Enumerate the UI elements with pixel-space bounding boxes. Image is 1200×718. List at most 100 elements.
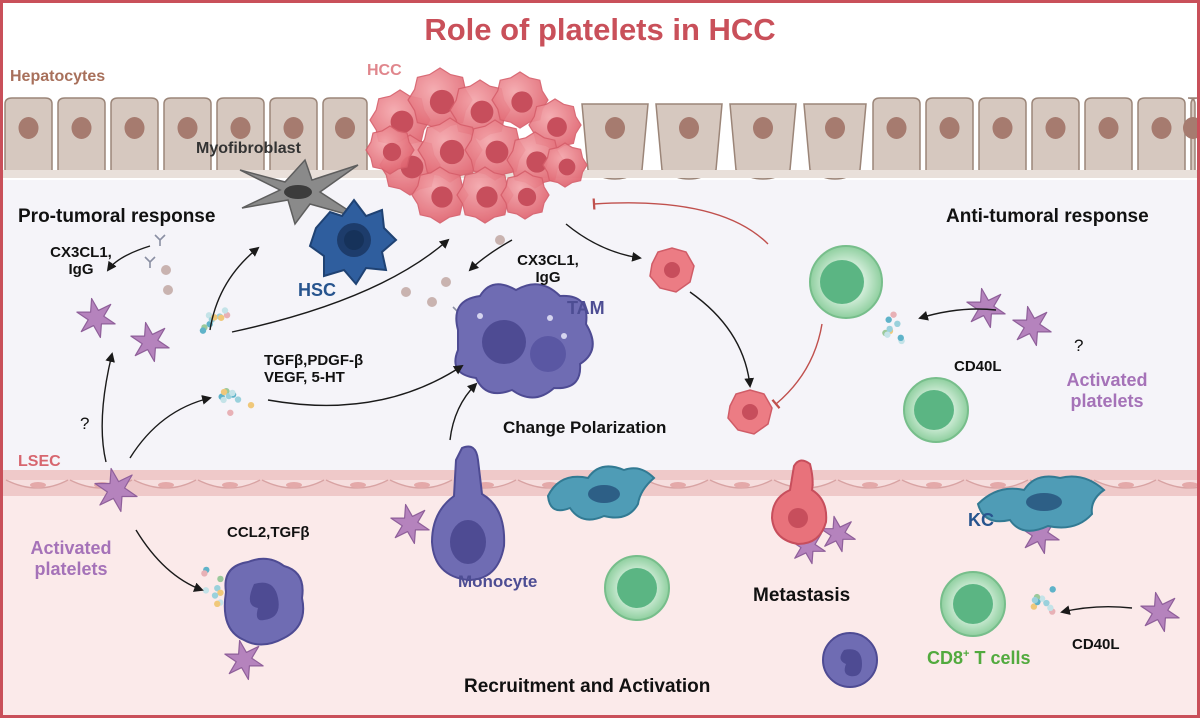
bile-brush-border — [2, 170, 1198, 178]
hepatocyte-nucleus — [18, 117, 39, 139]
tumor-cell-nucleus — [511, 91, 533, 113]
lsec-nucleus — [350, 482, 366, 488]
cx3cl1-particle — [427, 297, 437, 307]
cx3cl1-left-line2: IgG — [68, 261, 94, 279]
arrow-lsec-to-ccl2 — [135, 529, 204, 592]
cx3cl1-particle — [441, 277, 451, 287]
hepatocyte-nucleus — [230, 117, 251, 139]
activated-right-line2: platelets — [1070, 390, 1144, 411]
monocyte-cell — [430, 445, 506, 582]
arrow-cx3cl1-to-hcc — [468, 239, 513, 272]
igg-antibody — [154, 234, 166, 246]
arrow-lsec-to-factors — [129, 395, 212, 459]
hepatocyte-row — [2, 97, 1200, 180]
cd8-t-cell-1 — [809, 245, 883, 319]
lsec-nucleus — [862, 482, 878, 488]
change-polarization-label: Change Polarization — [503, 418, 667, 437]
cx3cl1-particle — [401, 287, 411, 297]
cd40l-bottom-label: CD40L — [1072, 636, 1120, 653]
signal-molecule — [201, 570, 208, 577]
hepatocyte-nucleus — [939, 117, 960, 139]
arrow-lsec-platelet-up — [101, 352, 115, 463]
inhibit-metastasis — [771, 323, 823, 410]
hepatocyte-nucleus — [283, 117, 304, 139]
tumor-cell-nucleus — [439, 139, 465, 165]
hepatocyte-nucleus — [177, 117, 198, 139]
cd40l-top-label: CD40L — [954, 358, 1002, 375]
question-left: ? — [80, 414, 90, 433]
macrophage-tissue — [223, 557, 305, 646]
signal-molecule — [234, 396, 242, 403]
arrow-factors-to-tam — [267, 364, 464, 407]
activated-platelets-right: Activated platelets — [1052, 370, 1162, 411]
tam-tissue — [546, 465, 656, 521]
igg-antibody — [144, 256, 156, 268]
platelet — [224, 639, 264, 681]
lsec-nucleus — [414, 482, 430, 488]
activated-left-line1: Activated — [30, 538, 112, 558]
inhibition-arrows — [592, 198, 823, 410]
growth-factors-label: TGFβ,PDGF-β VEGF, 5-HT — [264, 352, 363, 387]
hepatocyte-nucleus — [605, 117, 625, 139]
arrow-hcc-to-ctc — [565, 223, 642, 262]
hepatocyte-nucleus — [1098, 117, 1119, 139]
signal-molecule — [221, 307, 229, 314]
signal-molecule — [218, 314, 225, 321]
signal-molecule — [227, 409, 234, 416]
hepatocyte-nucleus — [825, 117, 845, 139]
kc-label: KC — [968, 510, 994, 530]
signal-molecule — [884, 331, 891, 338]
growth-factors-line2: VEGF, 5-HT — [264, 369, 345, 387]
diagram-title: Role of platelets in HCC — [424, 12, 776, 47]
arrow-platelet-to-cx3cl1 — [106, 245, 151, 272]
arrow-platelet-cd40l-top — [918, 308, 997, 321]
tumor-cell-nucleus — [390, 110, 414, 134]
platelet — [966, 287, 1006, 329]
signal-molecule — [894, 320, 901, 328]
platelet — [94, 467, 138, 513]
circulating-tumor-cell-1 — [649, 247, 695, 293]
activated-left-line2: platelets — [34, 558, 108, 579]
lsec-nucleus — [158, 482, 174, 488]
hsc-cell — [308, 198, 398, 286]
signal-molecule — [220, 388, 228, 396]
tumor-cell-nucleus — [547, 117, 567, 137]
arrow-factors-to-myofibroblast — [209, 246, 260, 331]
kc-kupffer-cell — [976, 475, 1106, 532]
arrow-monocyte-to-tam — [449, 382, 478, 441]
tumor-cell-nucleus — [429, 89, 455, 115]
cd8-suffix: T cells — [969, 648, 1031, 668]
cd8-t-cells-label: CD8+ T cells — [927, 648, 1030, 669]
platelet — [1012, 305, 1052, 347]
signal-molecule — [229, 389, 236, 397]
cx3cl1-particle — [163, 285, 173, 295]
signal-molecule — [214, 584, 221, 592]
tumor-cell-nucleus — [485, 140, 509, 164]
platelet — [130, 321, 170, 363]
cx3cl1-igg-left: CX3CL1, IgG — [46, 244, 116, 279]
ccl2-tgfb-label: CCL2,TGFβ — [227, 524, 310, 541]
cd8-t-cell-2 — [903, 377, 969, 443]
signal-molecule — [1043, 599, 1050, 607]
tumor-cell-nucleus — [517, 187, 537, 207]
activated-right-line1: Activated — [1066, 370, 1148, 390]
hcc-label: HCC — [367, 62, 402, 79]
cd8-prefix: CD8 — [927, 648, 964, 668]
lsec-label: LSEC — [18, 453, 61, 470]
lsec-nucleus — [30, 482, 46, 488]
cx3cl1-particle — [161, 265, 171, 275]
inhibit-hcc — [592, 198, 769, 245]
arrow-platelet-cd40l-bottom — [1060, 605, 1133, 615]
signal-molecule — [199, 327, 207, 334]
growth-factors-line1: TGFβ,PDGF-β — [264, 352, 364, 369]
activated-platelets-left: Activated platelets — [16, 538, 126, 579]
signal-molecule — [890, 311, 897, 318]
tumor-cell-nucleus — [526, 151, 548, 173]
lsec-nucleus — [990, 482, 1006, 488]
tam-label-lumen: TAM — [567, 298, 605, 318]
hepatocyte-nucleus — [124, 117, 145, 139]
hsc-label: HSC — [298, 280, 337, 300]
